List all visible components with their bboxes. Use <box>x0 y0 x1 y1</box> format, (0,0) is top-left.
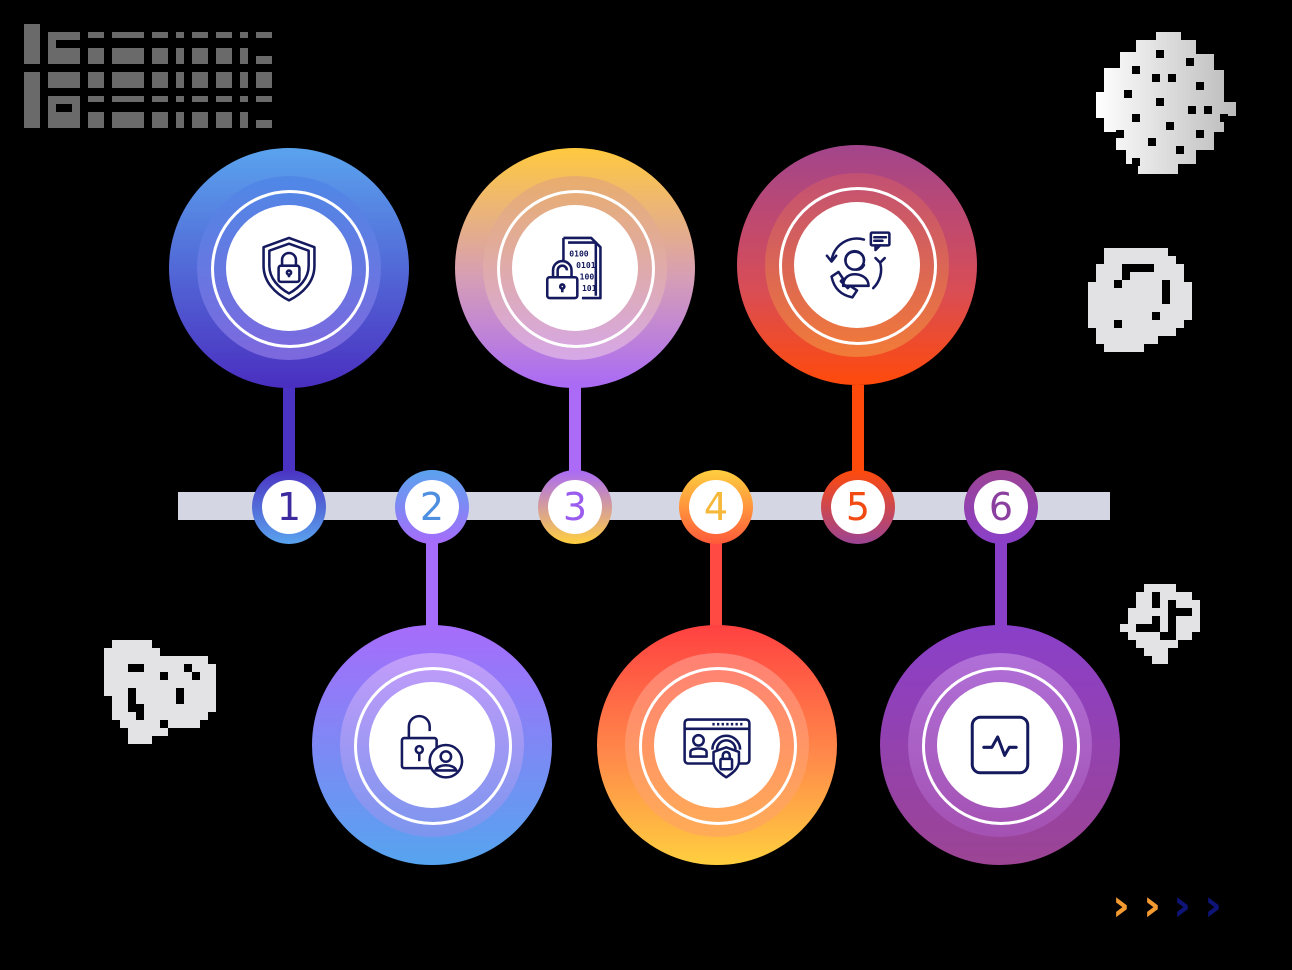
connector-5 <box>852 385 864 475</box>
step-6-circle <box>880 625 1120 865</box>
connector-4 <box>710 540 722 630</box>
step-4-icon-bg <box>654 682 780 808</box>
step-2-circle <box>312 625 552 865</box>
step-1-badge: 1 <box>252 470 326 544</box>
step-3-badge: 3 <box>538 470 612 544</box>
step-4-circle <box>597 625 837 865</box>
step-2-badge: 2 <box>395 470 469 544</box>
chevron-right-icon: › <box>1173 880 1192 931</box>
decorative-globe-blob-small <box>1120 584 1200 664</box>
timeline-bar <box>178 492 1110 520</box>
binary-file-lock-icon: 0100 0101 100 101 <box>545 236 602 300</box>
chevron-right-icon: › <box>1204 880 1223 931</box>
step-5-number: 5 <box>845 485 871 529</box>
connector-6 <box>995 540 1007 630</box>
step-4-number: 4 <box>703 485 729 529</box>
step-5-ring <box>779 187 937 345</box>
step-4-ring <box>639 667 797 825</box>
step-3-circle: 0100 0101 100 101 <box>455 148 695 388</box>
step-5-circle <box>737 145 977 385</box>
step-2-icon-bg <box>369 682 495 808</box>
svg-text:100: 100 <box>580 272 595 282</box>
step-2-ring <box>354 667 512 825</box>
shield-lock-icon <box>262 236 316 302</box>
decorative-globe-blob <box>1088 248 1192 352</box>
id-card-shield-icon <box>683 718 751 779</box>
chevron-right-icon: › <box>1143 880 1162 931</box>
decorative-cloud-blob <box>104 640 216 744</box>
connector-2 <box>426 540 438 630</box>
step-6-badge: 6 <box>964 470 1038 544</box>
step-3-number: 3 <box>562 485 588 529</box>
decorative-grid-pattern <box>24 24 272 128</box>
connector-1 <box>283 385 295 475</box>
step-1-icon-bg <box>226 205 352 331</box>
svg-text:0101: 0101 <box>576 260 596 270</box>
connector-3 <box>569 385 581 475</box>
step-2-number: 2 <box>419 485 445 529</box>
step-5-badge: 5 <box>821 470 895 544</box>
svg-text:101: 101 <box>582 283 597 293</box>
decorative-dotted-sphere <box>1096 32 1236 174</box>
step-1-circle <box>169 148 409 388</box>
step-6-ring <box>922 667 1080 825</box>
chevron-right-icon: › <box>1112 880 1131 931</box>
activity-monitor-icon <box>970 715 1030 775</box>
step-6-icon-bg <box>937 682 1063 808</box>
step-6-number: 6 <box>988 485 1014 529</box>
step-3-icon-bg: 0100 0101 100 101 <box>512 205 638 331</box>
step-3-ring <box>497 190 655 348</box>
unlock-user-icon <box>400 714 464 779</box>
step-1-number: 1 <box>276 485 302 529</box>
step-5-icon-bg <box>794 202 920 328</box>
step-4-badge: 4 <box>679 470 753 544</box>
svg-text:0100: 0100 <box>569 248 589 258</box>
step-1-ring <box>211 190 369 348</box>
customer-support-icon <box>825 231 891 299</box>
